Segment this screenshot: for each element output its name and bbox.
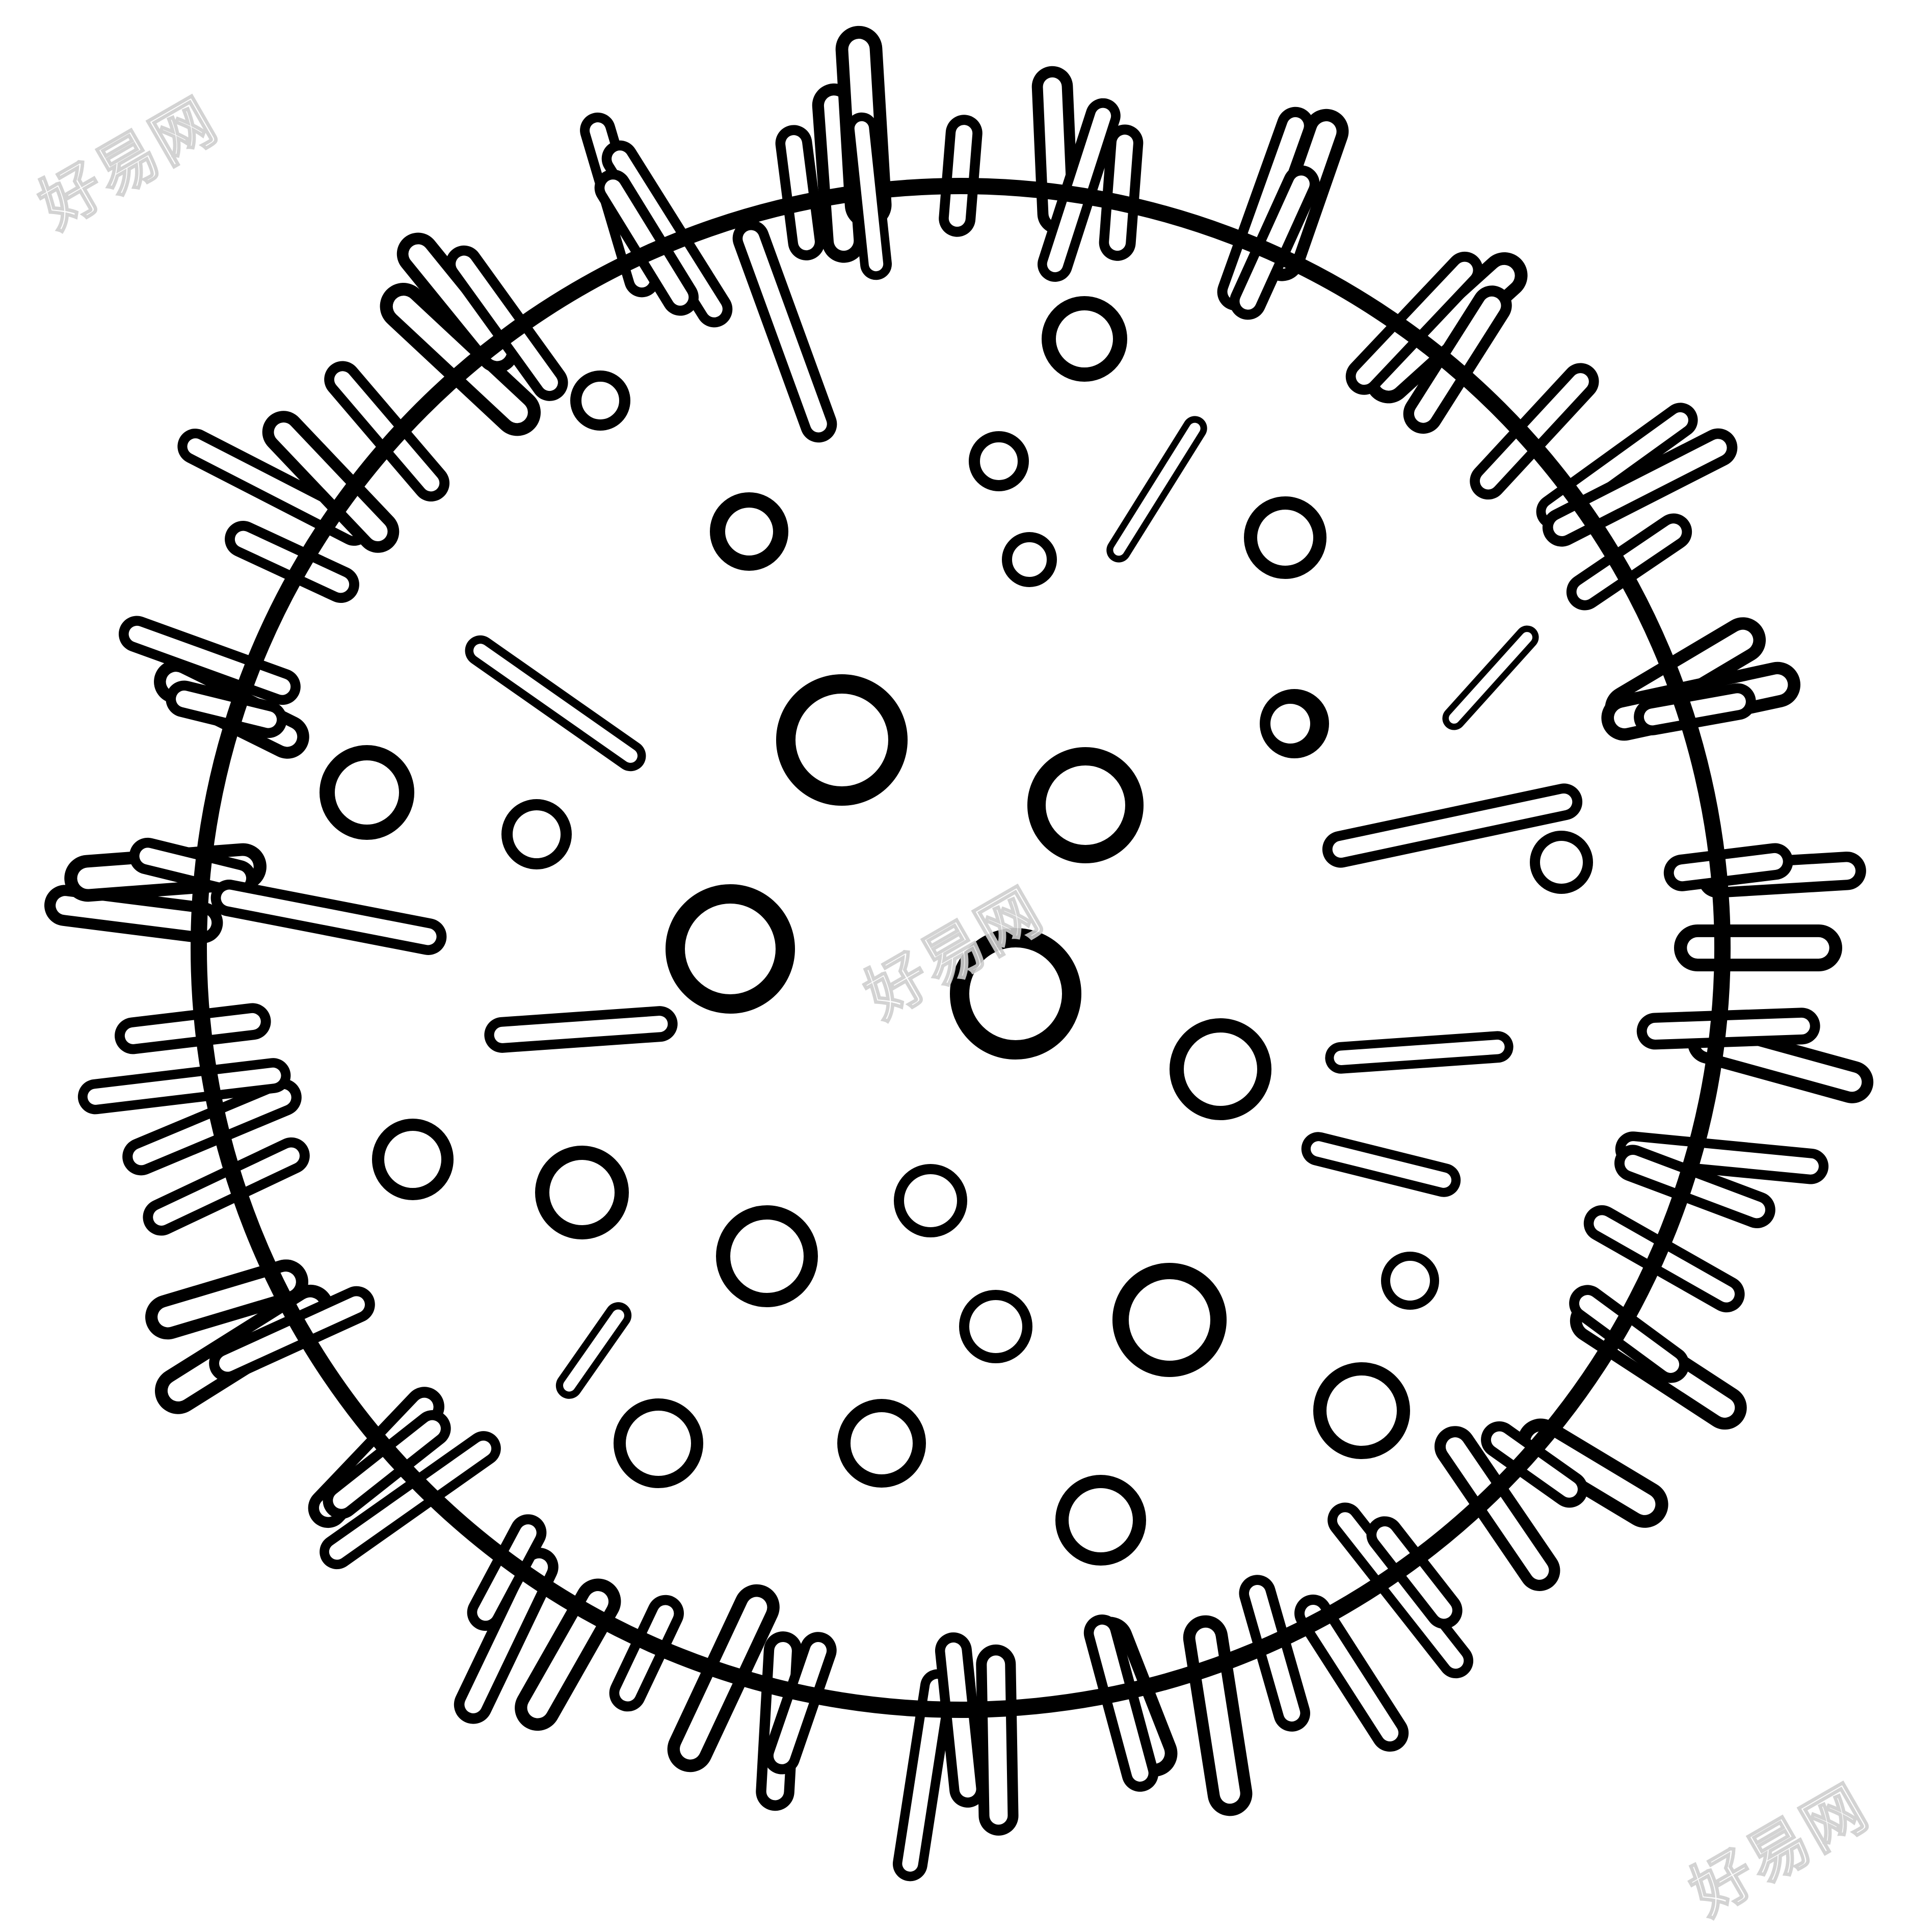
interior-circle [969, 431, 1029, 491]
virus-spike [1481, 1421, 1588, 1508]
interior-circle [1244, 496, 1326, 579]
interior-circle [372, 1119, 454, 1200]
virus-spike [1434, 1426, 1560, 1592]
interior-circle [1027, 747, 1144, 863]
virus-spike [1636, 1008, 1820, 1050]
interior-dash [555, 1302, 632, 1399]
virus-spike [976, 1644, 1019, 1836]
virus-spike [1569, 1285, 1689, 1383]
interior-circle [570, 370, 630, 431]
virus-spike [323, 1410, 451, 1519]
interior-circle [320, 745, 414, 840]
interior-circle [959, 1290, 1032, 1363]
virus-spike [775, 125, 825, 260]
interior-circle [710, 492, 788, 571]
virus-spike [77, 1058, 291, 1115]
virus-spike [1294, 1594, 1409, 1752]
virus-spike [1083, 1615, 1159, 1792]
virus-spike [1099, 124, 1144, 261]
virus-spike [324, 361, 450, 502]
virus-spike [380, 283, 541, 436]
virus-spike [320, 1431, 501, 1570]
virus-spike [1674, 924, 1842, 971]
interior-circle [1530, 831, 1593, 894]
virus-spike [1345, 251, 1483, 395]
virus-spike [939, 115, 983, 237]
interior-dash [1106, 416, 1207, 563]
virus-interior [210, 112, 1593, 1566]
virus-spike [1217, 107, 1314, 311]
interior-circle [535, 1146, 629, 1239]
interior-circle [501, 799, 572, 869]
virus-spike [1614, 1145, 1775, 1229]
virus-spike [601, 140, 733, 328]
interior-dash [1325, 1031, 1514, 1074]
virus-spike [209, 1286, 375, 1382]
virus-spike [143, 1137, 310, 1236]
virus-membrane [191, 178, 1731, 1718]
virus-spike [445, 245, 568, 401]
interior-dash [1301, 1132, 1461, 1197]
virus-spike [594, 169, 699, 316]
interior-circle [1261, 695, 1319, 753]
interior-circle [776, 674, 908, 806]
virus-spike [396, 232, 519, 373]
virus-spike [1634, 683, 1756, 735]
interior-dash [1322, 783, 1583, 868]
virus-spike [609, 1595, 684, 1712]
interior-circle [614, 1398, 703, 1488]
interior-circle [950, 928, 1081, 1060]
virus-spike [115, 1003, 271, 1054]
virus-spike [166, 680, 287, 738]
virus-spike [1229, 165, 1320, 320]
interior-circle [1002, 532, 1057, 587]
interior-circle [1055, 1475, 1146, 1566]
interior-circle [1381, 1252, 1439, 1310]
interior-circle [666, 884, 795, 1014]
interior-circle [1313, 1362, 1410, 1459]
virus-spike [1183, 1615, 1253, 1816]
virus-spike [1470, 363, 1599, 500]
virus-spike [892, 1669, 955, 1882]
virus-spike [1663, 843, 1793, 891]
interior-dash [465, 635, 646, 772]
virus-spike [1328, 1502, 1474, 1679]
virus-spike [1403, 285, 1512, 434]
interior-circle [894, 1164, 967, 1237]
virus-spike [454, 1547, 559, 1724]
interior-circle [1170, 1018, 1271, 1120]
virus-spike [1566, 513, 1692, 611]
virus-spike [1366, 1516, 1463, 1629]
interior-circle [837, 1399, 926, 1488]
interior-dash [1442, 625, 1539, 730]
interior-dash [732, 220, 837, 443]
interior-dash [484, 1006, 678, 1053]
virus-spike [1517, 1418, 1668, 1528]
virus-spike [1615, 1131, 1829, 1184]
virus-spike [1239, 1575, 1310, 1732]
interior-circle [1042, 296, 1127, 382]
interior-dash [210, 880, 447, 955]
virus-spike [763, 1632, 837, 1775]
virus-spike [935, 1632, 987, 1808]
interior-dash [845, 112, 892, 280]
virus-spike [262, 411, 400, 553]
interior-circle [1112, 1263, 1227, 1377]
virus-spike [467, 1514, 547, 1631]
virus-spike [225, 520, 359, 603]
interior-circle [716, 1205, 818, 1307]
